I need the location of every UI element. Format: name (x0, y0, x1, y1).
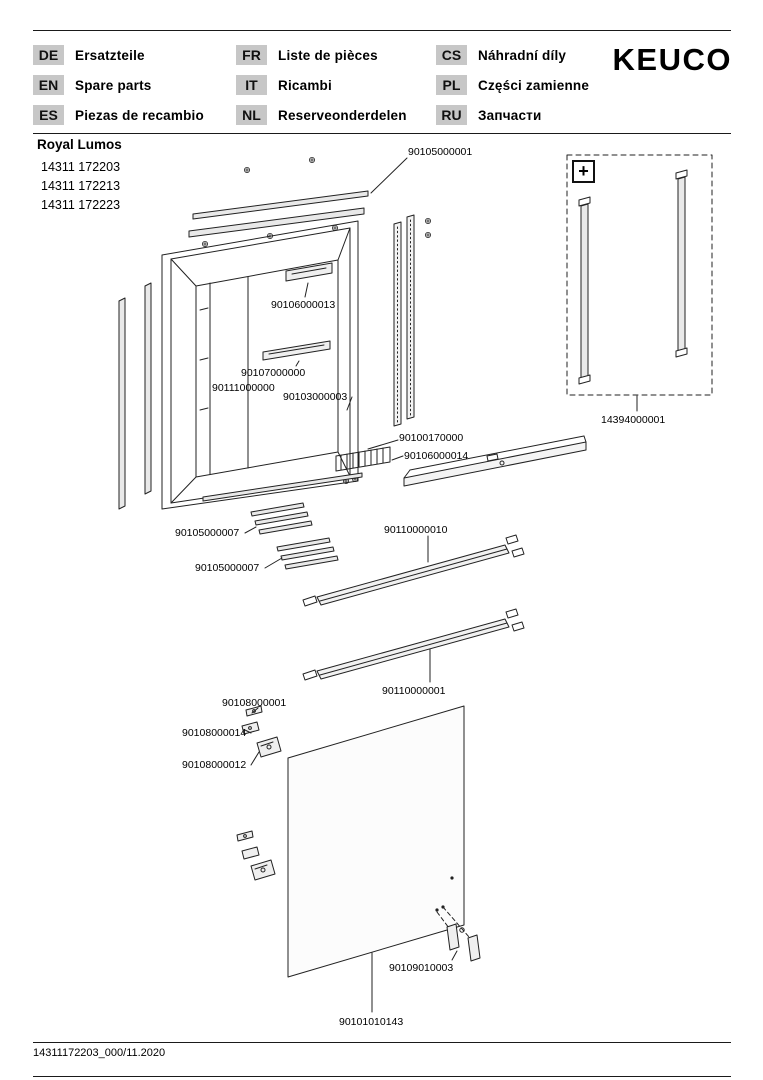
lang-label: Náhradní díly (478, 47, 567, 63)
lang-code-badge: FR (236, 45, 267, 65)
product-model: 14311 172213 (41, 179, 121, 193)
left-profile-strips (118, 282, 152, 510)
part-label-90110000010: 90110000010 (384, 524, 448, 536)
hinge-parts-upper (241, 705, 282, 766)
light-insert-bottom (335, 446, 404, 472)
lang-item-en: EN Spare parts (33, 75, 204, 95)
header-rule (33, 133, 731, 134)
part-label-90111000000: 90111000000 (212, 382, 275, 394)
part-label-90108000001: 90108000001 (222, 697, 287, 709)
light-insert-top (285, 262, 333, 298)
language-column-2: FR Liste de pièces IT Ricambi NL Reserve… (236, 45, 407, 135)
top-rule (33, 30, 731, 31)
keuco-logo: KEUCO (612, 42, 732, 77)
mirror-door (287, 705, 465, 1013)
plus-marker: + (572, 160, 595, 183)
lang-code-badge: DE (33, 45, 64, 65)
lang-item-it: IT Ricambi (236, 75, 407, 95)
lang-label: Запчасти (478, 107, 542, 123)
lang-label: Reserveonderdelen (278, 107, 407, 123)
clip-set-b (264, 537, 339, 570)
part-label-90105000007-b: 90105000007 (195, 562, 260, 574)
part-label-90105000001: 90105000001 (408, 146, 473, 158)
part-label-90101010143: 90101010143 (339, 1016, 404, 1028)
part-label-90108000014: 90108000014 (182, 727, 247, 739)
lang-item-ru: RU Запчасти (436, 105, 589, 125)
doc-reference: 14311172203_000/11.2020 (33, 1047, 166, 1059)
product-block: Royal Lumos 14311 172203 14311 172213 14… (37, 137, 122, 215)
clip-set-a (244, 502, 313, 535)
part-label-14394000001: 14394000001 (601, 414, 666, 426)
footer-rule (33, 1042, 731, 1043)
lang-code-badge: CS (436, 45, 467, 65)
part-label-90109010003: 90109010003 (389, 962, 454, 974)
lang-item-cs: CS Náhradní díly (436, 45, 589, 65)
lang-code-badge: EN (33, 75, 64, 95)
lang-code-badge: NL (236, 105, 267, 125)
product-model: 14311 172223 (41, 198, 121, 212)
lang-label: Ersatzteile (75, 47, 145, 63)
cover-strip (202, 439, 399, 502)
product-name: Royal Lumos (37, 137, 122, 152)
lang-code-badge: PL (436, 75, 467, 95)
part-label-90106000014: 90106000014 (404, 450, 469, 462)
part-label-90100170000: 90100170000 (399, 432, 464, 444)
lang-label: Ricambi (278, 77, 332, 93)
hinge-parts-lower (236, 830, 276, 881)
bottom-rule (33, 1076, 731, 1077)
glass-shelf-top (302, 534, 525, 607)
lang-code-badge: RU (436, 105, 467, 125)
part-label-90107000000: 90107000000 (241, 367, 306, 379)
light-insert-middle (262, 340, 331, 367)
part-label-90103000003: 90103000003 (283, 391, 348, 403)
plus-sign: + (578, 161, 589, 181)
fixing-set (436, 906, 481, 962)
diffuser-trough (403, 435, 587, 487)
part-label-90108000012: 90108000012 (182, 759, 247, 771)
lang-code-badge: IT (236, 75, 267, 95)
lang-label: Liste de pièces (278, 47, 378, 63)
lang-item-pl: PL Części zamienne (436, 75, 589, 95)
product-model: 14311 172203 (41, 160, 121, 174)
part-label-90106000013: 90106000013 (271, 299, 336, 311)
lang-label: Spare parts (75, 77, 152, 93)
lang-label: Części zamienne (478, 77, 590, 93)
lang-item-de: DE Ersatzteile (33, 45, 204, 65)
lang-item-nl: NL Reserveonderdelen (236, 105, 407, 125)
lang-code-badge: ES (33, 105, 64, 125)
lang-label: Piezas de recambio (75, 107, 204, 123)
top-profile-strips (188, 157, 408, 238)
part-label-90110000001: 90110000001 (382, 685, 446, 697)
side-mirror-set (566, 154, 713, 412)
part-label-90105000007-a: 90105000007 (175, 527, 240, 539)
language-column-1: DE Ersatzteile EN Spare parts ES Piezas … (33, 45, 204, 135)
language-column-3: CS Náhradní díly PL Części zamienne RU З… (436, 45, 589, 135)
led-profiles (393, 214, 415, 427)
lang-item-es: ES Piezas de recambio (33, 105, 204, 125)
glass-shelf-bottom (302, 608, 525, 683)
lang-item-fr: FR Liste de pièces (236, 45, 407, 65)
